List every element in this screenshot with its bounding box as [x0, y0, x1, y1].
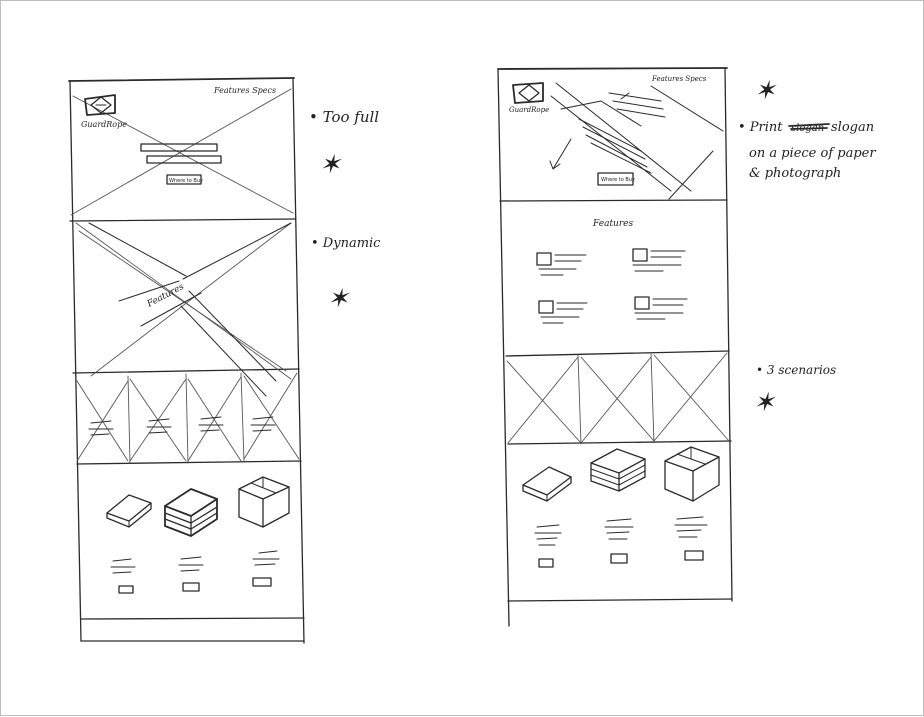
left-features-section: Features — [73, 223, 299, 396]
star-mark: ✶ — [327, 284, 351, 314]
left-product-button[interactable] — [119, 586, 133, 593]
left-product-small-icon — [107, 495, 151, 527]
note-3-scenarios: • 3 scenarios — [756, 363, 836, 377]
feature-icon — [537, 253, 551, 265]
right-logo-text: GuardRope — [509, 106, 549, 114]
right-product-small-icon — [523, 467, 571, 501]
right-product-button[interactable] — [539, 559, 553, 567]
right-product-button[interactable] — [611, 554, 627, 563]
svg-text:slogan: slogan — [831, 120, 874, 135]
note-print-slogan: • Print slogan slogan on a piece of pape… — [738, 120, 876, 181]
right-hero-section: GuardRope Features Specs Where to Buy — [500, 75, 727, 201]
star-mark: ✶ — [754, 76, 778, 106]
left-slogan-bar — [141, 144, 217, 151]
left-product-medium-icon — [165, 489, 217, 536]
left-product-large-icon — [239, 477, 289, 527]
left-logo-text: GuardRope — [81, 120, 127, 129]
left-slogan-bar — [147, 156, 221, 163]
right-cta-label: Where to Buy — [601, 177, 635, 183]
right-products-section — [523, 447, 719, 567]
svg-text:• Print: • Print — [738, 120, 783, 135]
svg-text:on a piece of paper: on a piece of paper — [749, 146, 876, 161]
right-features-label: Features — [592, 219, 633, 229]
left-cta-label: Where to Buy — [169, 178, 203, 184]
left-products-section — [107, 477, 289, 593]
right-nav-links[interactable]: Features Specs — [651, 75, 707, 83]
right-scenarios-section — [507, 353, 731, 444]
right-logo-icon — [513, 83, 543, 103]
right-product-medium-icon — [591, 449, 645, 491]
feature-icon — [539, 301, 553, 313]
left-nav-links[interactable]: Features Specs — [213, 86, 276, 95]
note-too-full: • Too full — [309, 108, 379, 126]
left-product-button[interactable] — [253, 578, 271, 586]
right-product-large-icon — [665, 447, 719, 501]
feature-icon — [635, 297, 649, 309]
right-product-button[interactable] — [685, 551, 703, 560]
star-mark: ✶ — [753, 388, 777, 418]
annotation-notes: • Too full ✶ • Dynamic ✶ ✶ • Print sloga… — [309, 76, 876, 418]
left-hero-section: GuardRope Features Specs Where to Buy — [70, 86, 296, 221]
left-features-label: Features — [145, 282, 186, 310]
star-mark: ✶ — [319, 150, 343, 180]
right-features-section: Features — [506, 219, 729, 356]
right-wireframe: GuardRope Features Specs Where to Buy Fe… — [498, 68, 732, 626]
note-dynamic: • Dynamic — [311, 236, 381, 251]
left-wireframe: GuardRope Features Specs Where to Buy Fe… — [69, 78, 304, 643]
left-scenarios-section — [77, 373, 301, 464]
left-product-button[interactable] — [183, 583, 199, 591]
svg-text:& photograph: & photograph — [749, 166, 841, 181]
feature-icon — [633, 249, 647, 261]
